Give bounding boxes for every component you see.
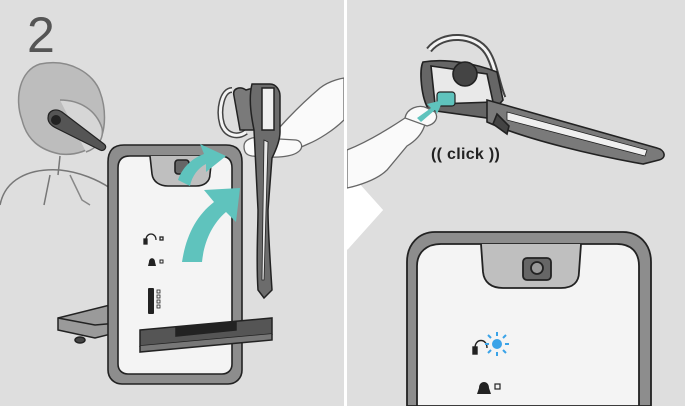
step-panel-right — [347, 0, 685, 406]
right-illustration — [347, 0, 685, 406]
base-station-front — [407, 232, 651, 406]
step-panel-left: 2 — [0, 0, 344, 406]
person-wearing-headset — [0, 63, 110, 205]
step-number: 2 — [27, 10, 55, 60]
click-label: (( click )) — [431, 146, 500, 164]
led-blink-icon — [485, 332, 509, 356]
